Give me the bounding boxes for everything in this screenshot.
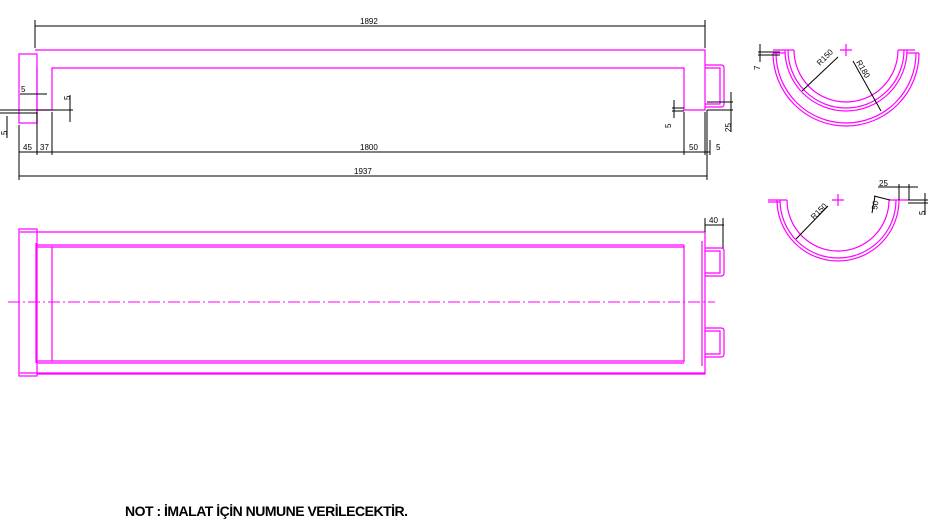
dim-label: 40 <box>709 216 718 225</box>
section-b: R150 25 50 5 <box>768 179 928 262</box>
outer-arc <box>776 199 900 262</box>
dims <box>795 184 928 240</box>
dim-40 <box>704 218 724 248</box>
handle <box>705 64 725 108</box>
dim-label: 1937 <box>354 167 372 176</box>
top-view: 1892 45 37 1800 50 5 1937 5 5 5 5 25 <box>0 17 733 180</box>
dim-label: 25 <box>879 179 888 188</box>
dim-label: 7 <box>753 65 762 70</box>
section-a: 7 R150 R180 <box>753 44 920 127</box>
center-mark <box>840 44 852 56</box>
dim-label: R150 <box>815 47 835 67</box>
dim-label: R150 <box>809 201 829 221</box>
middle-arc <box>784 49 908 112</box>
handle-lower <box>705 327 725 358</box>
dim-label: 5 <box>716 143 721 152</box>
tube-walls <box>35 241 703 366</box>
inner-arc <box>793 49 899 103</box>
dim-label: R180 <box>854 59 872 81</box>
tube-outline <box>37 231 706 375</box>
dim-label: 25 <box>724 123 733 132</box>
manufacturing-note: NOT : İMALAT İÇİN NUMUNE VERİLECEKTİR. <box>125 503 408 519</box>
tube-outline <box>35 49 706 123</box>
dim-label: 5 <box>664 123 673 128</box>
handle-upper <box>705 247 725 277</box>
inner-arc <box>786 199 890 252</box>
dim-small-right <box>672 92 733 132</box>
dim-label: 45 <box>23 143 32 152</box>
dim-small-left <box>0 93 73 138</box>
dim-label: 1800 <box>360 143 378 152</box>
dim-1892 <box>34 20 706 48</box>
flanges <box>773 49 919 54</box>
center-mark <box>832 194 844 206</box>
dims <box>758 44 882 112</box>
outer-arc <box>772 52 920 127</box>
front-view: 40 <box>8 216 725 377</box>
dim-chain <box>18 112 711 180</box>
dim-label: 50 <box>870 199 881 210</box>
dim-label: 5 <box>63 95 72 100</box>
dim-label: 5 <box>21 85 26 94</box>
dim-label: 5 <box>0 130 9 135</box>
dim-label: 1892 <box>360 17 378 26</box>
dim-1937 <box>19 110 708 180</box>
dim-label: 50 <box>689 143 698 152</box>
flange-edge <box>20 231 37 374</box>
dim-label: 5 <box>918 210 927 215</box>
dim-label: 37 <box>40 143 49 152</box>
